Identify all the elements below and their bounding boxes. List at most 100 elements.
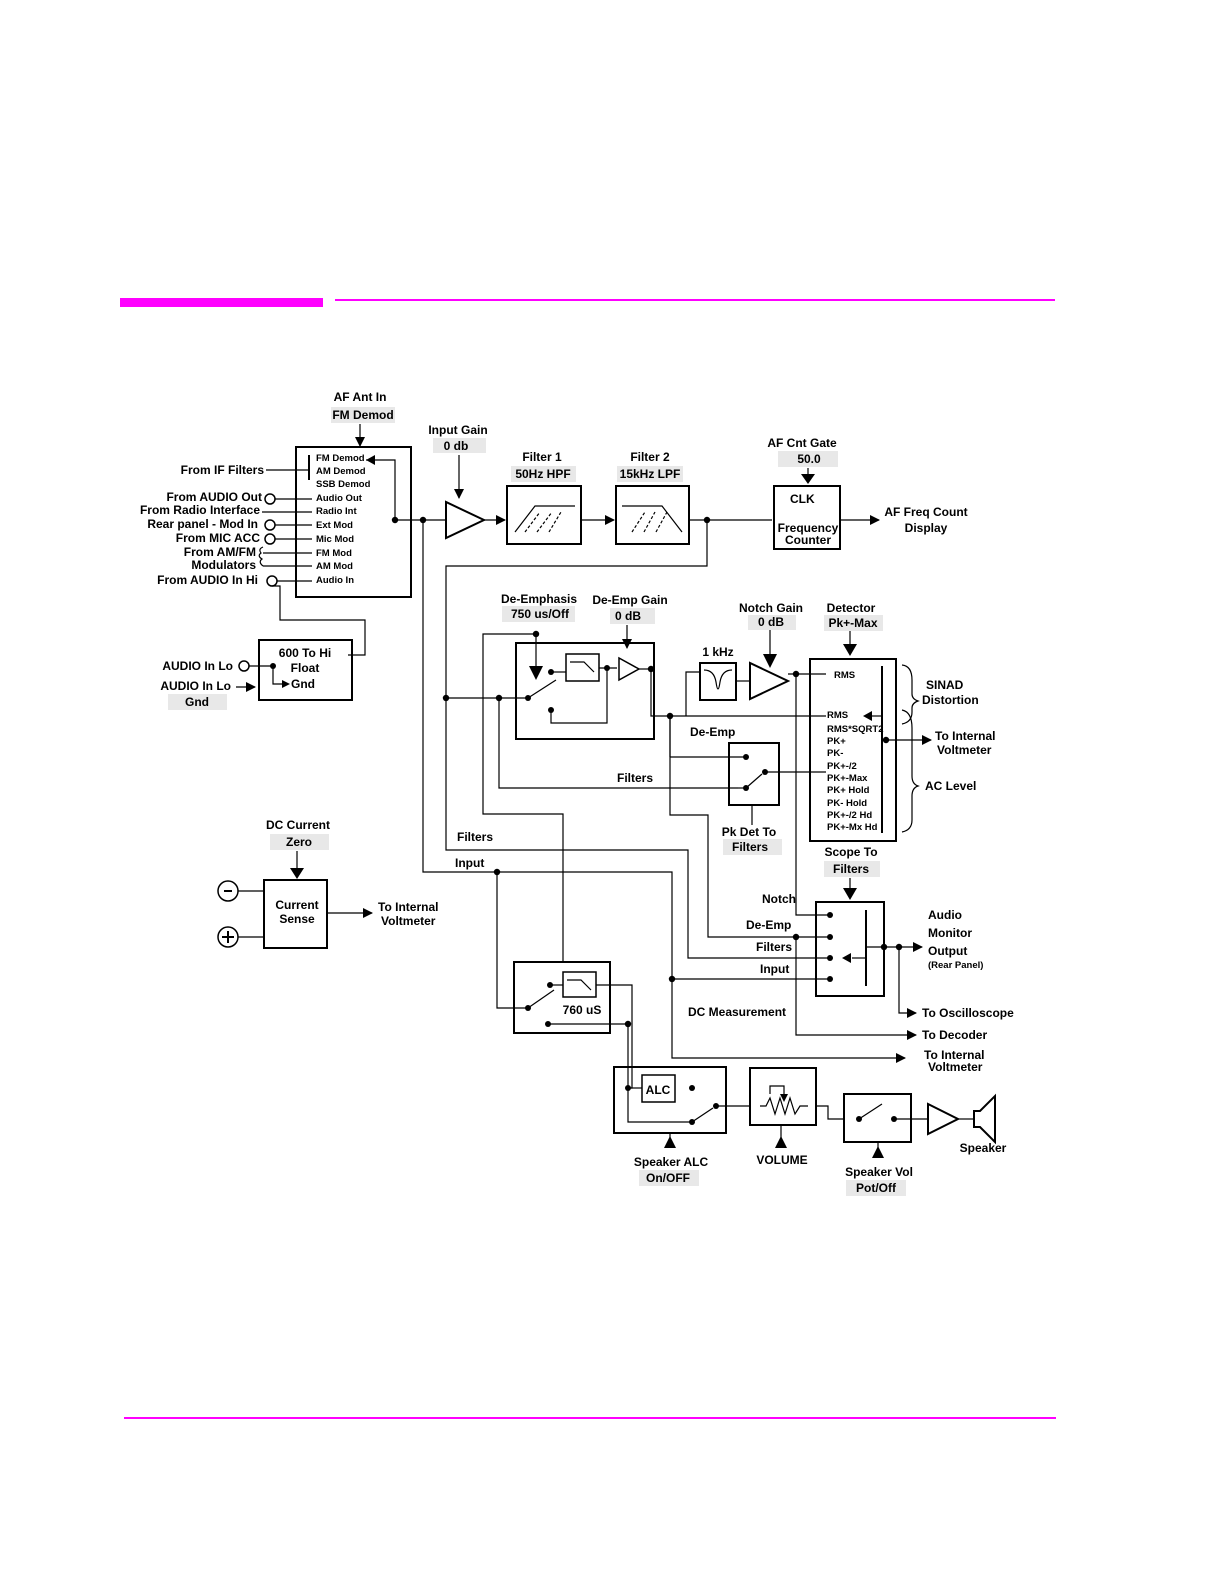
current-sense-box bbox=[263, 879, 328, 949]
svg-text:PK-: PK- bbox=[827, 748, 843, 759]
input-select-box bbox=[295, 446, 412, 598]
detector-box bbox=[809, 658, 897, 842]
speaker-vol-value: Pot/Off bbox=[856, 1181, 897, 1195]
dc-measurement: DC Measurement bbox=[688, 1005, 786, 1019]
header-rule-thin bbox=[335, 299, 1055, 301]
dc-current-out-1: To Internal bbox=[378, 900, 438, 914]
scope-value: Filters bbox=[833, 862, 869, 876]
filter1-label: Filter 1 bbox=[522, 450, 562, 464]
input-gain-label: Input Gain bbox=[428, 423, 487, 437]
speaker-icon bbox=[973, 1093, 996, 1145]
detector-rms-notch: RMS bbox=[834, 670, 855, 681]
to-internal-out-1: To Internal bbox=[924, 1048, 984, 1062]
detector-options: RMS RMS*SQRT2 PK+ PK- PK+-/2 PK+-Max PK+… bbox=[827, 710, 883, 833]
audio-monitor-2: Monitor bbox=[928, 926, 972, 940]
input-select-options: FM Demod AM Demod SSB Demod Audio Out Ra… bbox=[316, 453, 371, 586]
rear-panel-mod-in: Rear panel - Mod In bbox=[147, 517, 258, 531]
pk-det-switch-box bbox=[728, 742, 780, 806]
from-radio-interface: From Radio Interface bbox=[140, 503, 260, 517]
de-emphasis-label: De-Emphasis bbox=[501, 592, 577, 606]
de-emp-gain-amp bbox=[618, 656, 641, 682]
pk-det-value: Filters bbox=[732, 840, 768, 854]
header-rule-thick bbox=[120, 298, 323, 307]
sinad-label: SINAD bbox=[926, 678, 964, 692]
from-audio-out: From AUDIO Out bbox=[166, 490, 262, 504]
svg-text:FM Mod: FM Mod bbox=[316, 548, 352, 559]
af-ant-in-value: FM Demod bbox=[332, 408, 393, 422]
filter1-box bbox=[506, 485, 582, 545]
svg-text:RMS*SQRT2: RMS*SQRT2 bbox=[827, 724, 883, 735]
svg-text:PK+-Max: PK+-Max bbox=[827, 773, 868, 784]
svg-text:Radio Int: Radio Int bbox=[316, 506, 357, 517]
input-gain-amp bbox=[445, 500, 487, 540]
audio-monitor-3: Output bbox=[928, 944, 967, 958]
svg-text:PK+-/2: PK+-/2 bbox=[827, 761, 857, 772]
to-internal-voltmeter-1: To Internal bbox=[935, 729, 995, 743]
dc-current-value: Zero bbox=[286, 835, 312, 849]
svg-text:PK+: PK+ bbox=[827, 736, 846, 747]
detector-value: Pk+-Max bbox=[828, 616, 877, 630]
dc-current-label: DC Current bbox=[266, 818, 330, 832]
volume-box bbox=[749, 1067, 817, 1126]
audio-lo-gnd: Gnd bbox=[185, 695, 209, 709]
filter2-label: Filter 2 bbox=[630, 450, 670, 464]
speaker-amp bbox=[927, 1102, 961, 1136]
to-decoder: To Decoder bbox=[922, 1028, 987, 1042]
scope-in-filters: Filters bbox=[756, 940, 792, 954]
de-emphasis-box bbox=[515, 642, 655, 740]
de-emphasis-value: 750 us/Off bbox=[511, 607, 570, 621]
bus-filters-label: Filters bbox=[457, 830, 493, 844]
svg-text:AM Demod: AM Demod bbox=[316, 466, 366, 477]
notch-filter-box bbox=[699, 662, 737, 701]
scope-in-notch: Notch bbox=[762, 892, 796, 906]
scope-in-input: Input bbox=[760, 962, 789, 976]
dc-current-out-2: Voltmeter bbox=[381, 914, 436, 928]
pk-det-de-emp: De-Emp bbox=[690, 725, 735, 739]
pk-det-label: Pk Det To bbox=[722, 825, 776, 839]
scope-in-de-emp: De-Emp bbox=[746, 918, 791, 932]
alc-text: ALC bbox=[646, 1083, 671, 1097]
svg-text:Float: Float bbox=[291, 661, 320, 675]
detector-label: Detector bbox=[827, 601, 876, 615]
speaker-alc-value: On/OFF bbox=[646, 1171, 690, 1185]
lpf-icon bbox=[622, 505, 683, 533]
to-internal-out-2: Voltmeter bbox=[928, 1060, 983, 1074]
speaker-de-emph-box bbox=[513, 961, 611, 1034]
speaker-vol-label: Speaker Vol bbox=[845, 1165, 913, 1179]
ac-level-label: AC Level bbox=[925, 779, 976, 793]
speaker-alc-label: Speaker ALC bbox=[634, 1155, 709, 1169]
svg-text:FM Demod: FM Demod bbox=[316, 453, 365, 464]
svg-text:Mic Mod: Mic Mod bbox=[316, 534, 354, 545]
volume-label: VOLUME bbox=[756, 1153, 807, 1167]
svg-text:Audio Out: Audio Out bbox=[316, 493, 363, 504]
svg-text:600 To Hi: 600 To Hi bbox=[279, 646, 331, 660]
af-freq-count-1: AF Freq Count bbox=[884, 505, 967, 519]
svg-text:Current: Current bbox=[275, 898, 318, 912]
distortion-label: Distortion bbox=[922, 693, 979, 707]
svg-text:PK+ Hold: PK+ Hold bbox=[827, 785, 870, 796]
svg-text:Gnd: Gnd bbox=[291, 677, 315, 691]
audio-lo-float-box bbox=[258, 639, 353, 701]
svg-text:Ext Mod: Ext Mod bbox=[316, 520, 353, 531]
svg-text:Frequency: Frequency bbox=[778, 521, 839, 535]
audio-monitor-1: Audio bbox=[928, 908, 962, 922]
audio-in-lo-label: AUDIO In Lo bbox=[162, 659, 233, 673]
notch-gain-label: Notch Gain bbox=[739, 601, 803, 615]
modulators: Modulators bbox=[191, 558, 256, 572]
to-internal-voltmeter-2: Voltmeter bbox=[937, 743, 992, 757]
notch-icon bbox=[703, 669, 733, 690]
svg-text:SSB Demod: SSB Demod bbox=[316, 479, 371, 490]
svg-text:Audio In: Audio In bbox=[316, 575, 354, 586]
from-if-filters: From IF Filters bbox=[181, 463, 265, 477]
svg-text:PK+-/2 Hd: PK+-/2 Hd bbox=[827, 810, 872, 821]
af-ant-in-highlight bbox=[331, 407, 395, 423]
notch-freq: 1 kHz bbox=[702, 645, 733, 659]
hpf-icon bbox=[514, 505, 575, 533]
af-cnt-gate-value: 50.0 bbox=[797, 452, 821, 466]
de-emph-filter-icon bbox=[565, 653, 600, 682]
to-oscilloscope: To Oscilloscope bbox=[922, 1006, 1014, 1020]
af-freq-count-2: Display bbox=[905, 521, 948, 535]
af-cnt-gate-label: AF Cnt Gate bbox=[767, 436, 837, 450]
filter1-value: 50Hz HPF bbox=[515, 467, 570, 481]
